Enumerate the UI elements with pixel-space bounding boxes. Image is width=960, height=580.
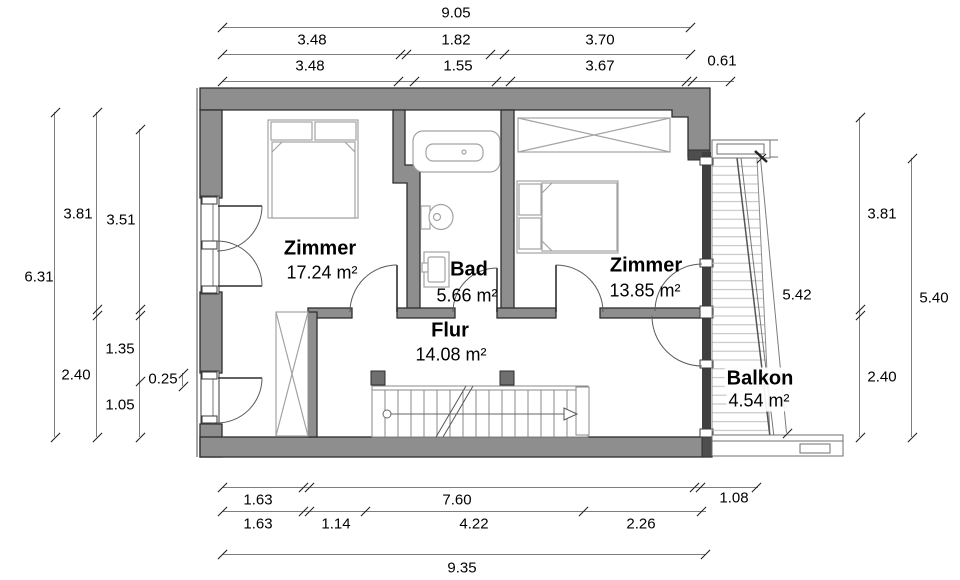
dimension-label: 7.60 — [442, 491, 472, 509]
room-area-zimmer: 17.24 m² — [286, 262, 358, 283]
dimension-label: 1.35 — [105, 340, 135, 358]
dimension-line — [222, 81, 734, 82]
dimension-label: 9.35 — [447, 559, 477, 577]
dimension-label: 1.08 — [719, 489, 749, 507]
balcony-door-flur-arc — [651, 315, 703, 367]
room-label-balkon: Balkon — [724, 367, 796, 391]
dimension-line — [222, 511, 706, 512]
dimension-label: 2.40 — [867, 368, 897, 386]
stair-direction-arrow — [563, 407, 579, 421]
sink — [421, 251, 450, 288]
dimension-tick — [782, 428, 792, 439]
toilet — [420, 203, 454, 231]
dimension-label: 1.05 — [105, 396, 135, 414]
room-label-zimmer: Zimmer — [283, 237, 357, 260]
window-lower-left — [200, 370, 220, 425]
dimension-line — [54, 112, 56, 437]
door-bad — [452, 267, 498, 313]
dimension-label: 1.82 — [441, 31, 471, 49]
balcony-top-edge — [711, 139, 778, 163]
stair-post — [370, 370, 386, 386]
dimension-label: 2.40 — [61, 366, 91, 384]
dimension-line — [222, 487, 758, 488]
dimension-line — [96, 112, 98, 437]
dimension-label: 1.63 — [243, 515, 273, 533]
dimension-label: 5.42 — [782, 286, 812, 304]
room-area-bad: 5.66 m² — [436, 285, 498, 306]
wardrobe-zimmer-right — [517, 117, 671, 153]
dimension-label: 3.70 — [585, 31, 615, 49]
dimension-label: 1.55 — [443, 57, 473, 75]
room-area-flur: 14.08 m² — [415, 344, 487, 365]
dimension-label: 3.81 — [63, 205, 93, 223]
dimension-line — [139, 129, 141, 437]
dimension-label: 3.48 — [297, 31, 327, 49]
dimension-label: 1.63 — [243, 491, 273, 509]
balcony — [711, 139, 844, 457]
dimension-label: 5.40 — [919, 289, 949, 307]
room-area-zimmer: 13.85 m² — [609, 280, 681, 301]
bathtub — [412, 130, 501, 173]
glazed-east-wall — [702, 152, 711, 437]
dimension-line — [222, 27, 690, 28]
dimension-label: 0.25 — [148, 370, 178, 388]
bed-double-left — [267, 119, 359, 219]
dimension-label: 3.51 — [106, 211, 136, 229]
dimension-line — [859, 117, 860, 437]
staircase — [370, 370, 590, 438]
room-label-zimmer: Zimmer — [609, 254, 683, 277]
dimension-line — [222, 554, 705, 555]
stair-post — [499, 370, 515, 386]
dimension-label: 9.05 — [441, 4, 471, 22]
stair-break-line — [435, 385, 467, 438]
dimension-line — [911, 158, 912, 437]
dimension-label: 3.81 — [867, 205, 897, 223]
dimension-label: 3.67 — [585, 57, 615, 75]
dimension-label: 1.14 — [321, 515, 351, 533]
french-door-upper-left — [216, 205, 263, 287]
dimension-label: 6.31 — [24, 268, 54, 286]
balcony-door-zimmer-arc — [654, 263, 703, 312]
exterior-walls — [199, 87, 713, 458]
balcony-bottom-edge — [711, 434, 844, 457]
door-zimmer-left — [349, 264, 398, 313]
dimension-line — [222, 54, 690, 55]
door-lower-left — [216, 377, 263, 424]
room-label-bad: Bad — [450, 258, 488, 281]
bed-double-right — [516, 180, 619, 254]
door-zimmer-right — [555, 264, 604, 313]
room-area-balkon: 4.54 m² — [726, 390, 792, 412]
wardrobe-flur — [275, 311, 309, 437]
dimension-label: 0.61 — [707, 52, 737, 70]
dimension-label: 3.48 — [295, 57, 325, 75]
dimension-label: 4.22 — [459, 515, 489, 533]
interior-walls — [307, 109, 704, 438]
window-upper-left — [200, 195, 220, 295]
room-label-flur: Flur — [431, 319, 469, 342]
dimension-label: 2.26 — [626, 515, 656, 533]
glazed-wall-frames — [699, 156, 714, 438]
